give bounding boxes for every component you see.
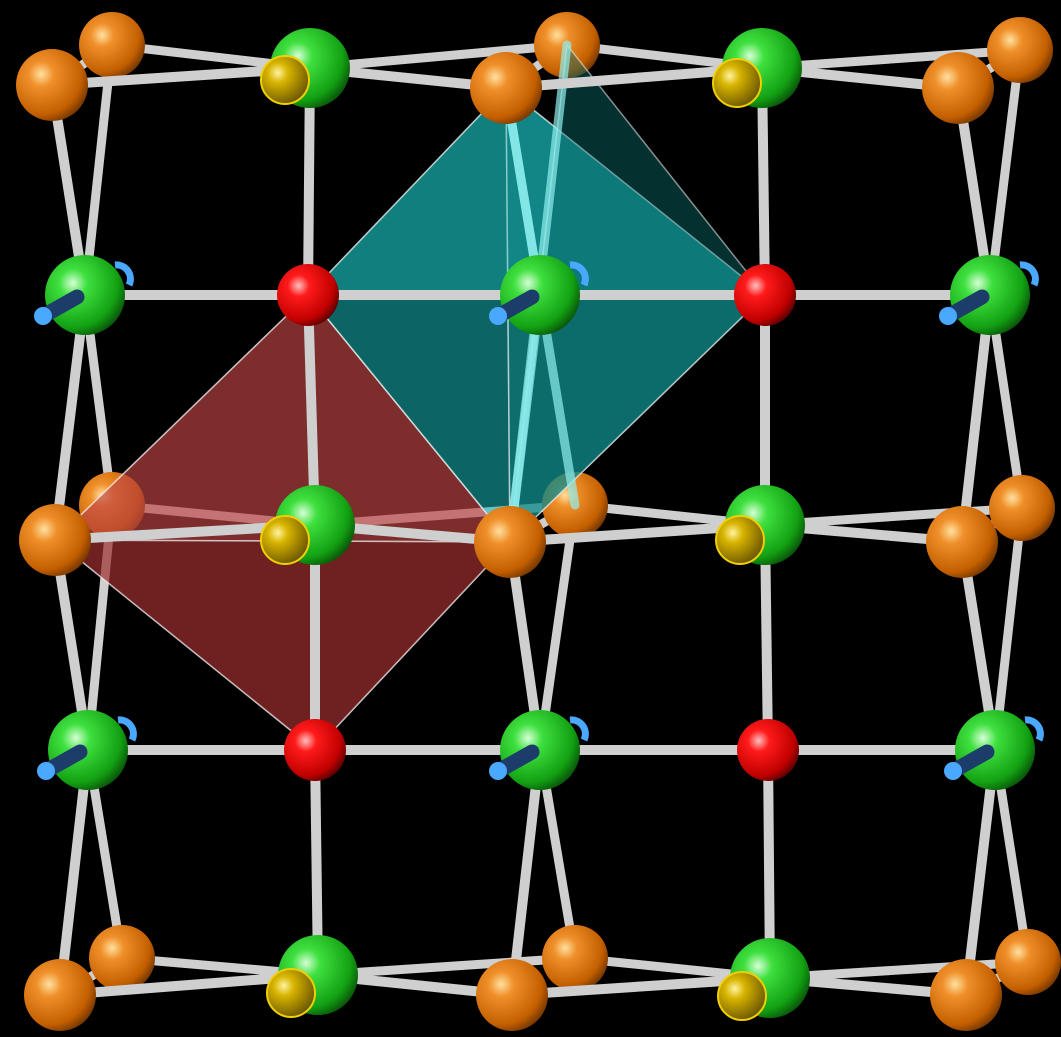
displacement-arrowhead — [569, 716, 589, 742]
red-atom — [734, 264, 796, 326]
displacement-rod-tip — [489, 307, 507, 325]
yellow-atom — [715, 515, 765, 565]
orange-atom — [922, 52, 994, 124]
red-atom — [284, 719, 346, 781]
orange-atom — [542, 925, 608, 991]
displacement-arrowhead — [114, 261, 134, 287]
displacement-rod-tip — [489, 762, 507, 780]
yellow-atom — [260, 55, 310, 105]
polyhedra-layer — [50, 40, 770, 755]
yellow-atom — [717, 971, 767, 1021]
green-atom — [48, 710, 128, 790]
bond — [80, 40, 117, 300]
yellow-atom — [260, 515, 310, 565]
bond — [305, 40, 572, 73]
displacement-rod-tip — [944, 762, 962, 780]
displacement-rod-tip — [37, 762, 55, 780]
bond — [990, 503, 1027, 755]
orange-atom — [995, 929, 1061, 995]
displacement-arrowhead — [1019, 261, 1039, 287]
displacement-arrowhead — [117, 716, 137, 742]
green-atom — [500, 255, 580, 335]
yellow-atom — [712, 58, 762, 108]
green-atom — [955, 710, 1035, 790]
green-atom — [45, 255, 125, 335]
orange-atom — [474, 506, 546, 578]
bond — [50, 290, 90, 545]
orange-atom — [926, 506, 998, 578]
atom-layer-front — [16, 28, 1044, 1031]
orange-atom — [24, 959, 96, 1031]
orange-atom — [89, 925, 155, 991]
green-atom — [950, 255, 1030, 335]
displacement-arrowhead — [1024, 716, 1044, 742]
bond — [957, 290, 995, 547]
orange-atom — [470, 52, 542, 124]
bond — [757, 45, 1025, 73]
red-atom — [277, 264, 339, 326]
orange-atom — [476, 959, 548, 1031]
orange-atom — [16, 49, 88, 121]
bond — [961, 745, 1000, 1000]
displacement-rod-tip — [34, 307, 52, 325]
bond — [313, 953, 580, 980]
displacement-rod-tip — [939, 307, 957, 325]
orange-atom — [19, 504, 91, 576]
bond — [507, 745, 545, 1000]
yellow-atom — [266, 968, 316, 1018]
red-atom — [737, 719, 799, 781]
orange-atom — [930, 959, 1002, 1031]
bond — [535, 500, 580, 755]
green-atom — [500, 710, 580, 790]
orange-atom — [989, 475, 1055, 541]
bond — [985, 45, 1025, 300]
orange-atom — [79, 12, 145, 78]
orange-atom — [987, 17, 1053, 83]
displacement-arrowhead — [569, 261, 589, 287]
bond — [55, 745, 93, 1000]
